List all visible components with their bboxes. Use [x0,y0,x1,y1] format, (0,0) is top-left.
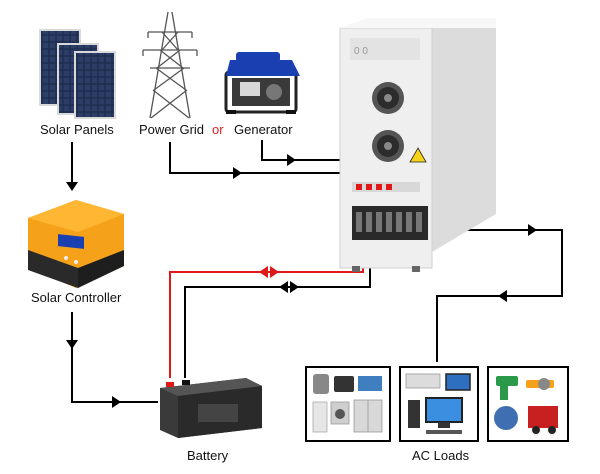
battery-icon [160,378,262,438]
arrow-left-output [498,290,507,302]
arrow-bidir-red-right [270,266,279,278]
flow-arrows [66,154,537,408]
office-equipment-icon [405,373,471,434]
wire-battery-positive [169,225,364,378]
load-box-power-tools [487,366,569,442]
home-appliances-icon [312,374,383,433]
wire-controller-to-battery [71,312,158,403]
arrow-right-battery [112,396,121,408]
load-box-office-equipment [399,366,479,442]
arrow-bidir-red-left [259,266,268,278]
arrow-right-output [528,224,537,236]
arrow-right-generator [287,154,296,166]
label-generator: Generator [234,122,293,137]
solar-panel-icon [39,29,116,119]
label-solar-controller: Solar Controller [31,290,122,305]
power-tools-icon [494,376,558,434]
charge-controller-icon [28,200,124,288]
transmission-tower-icon [142,11,198,119]
arrow-bidir-black-left [279,281,288,293]
arrow-down-controller [66,182,78,191]
label-power-grid: Power Grid [139,122,204,137]
generator-icon [224,52,300,114]
label-solar-panels: Solar Panels [40,122,114,137]
svg-text:0 0: 0 0 [354,46,368,57]
label-or: or [212,122,224,137]
label-battery: Battery [187,448,229,463]
arrow-down-controller-out [66,340,78,349]
inverter-cabinet-icon: 0 0 [339,18,496,272]
wire-output-line [420,229,563,362]
label-ac-loads: AC Loads [412,448,470,463]
arrow-right-grid [233,167,242,179]
arrow-bidir-black-right [290,281,299,293]
load-box-home-appliances [305,366,391,442]
